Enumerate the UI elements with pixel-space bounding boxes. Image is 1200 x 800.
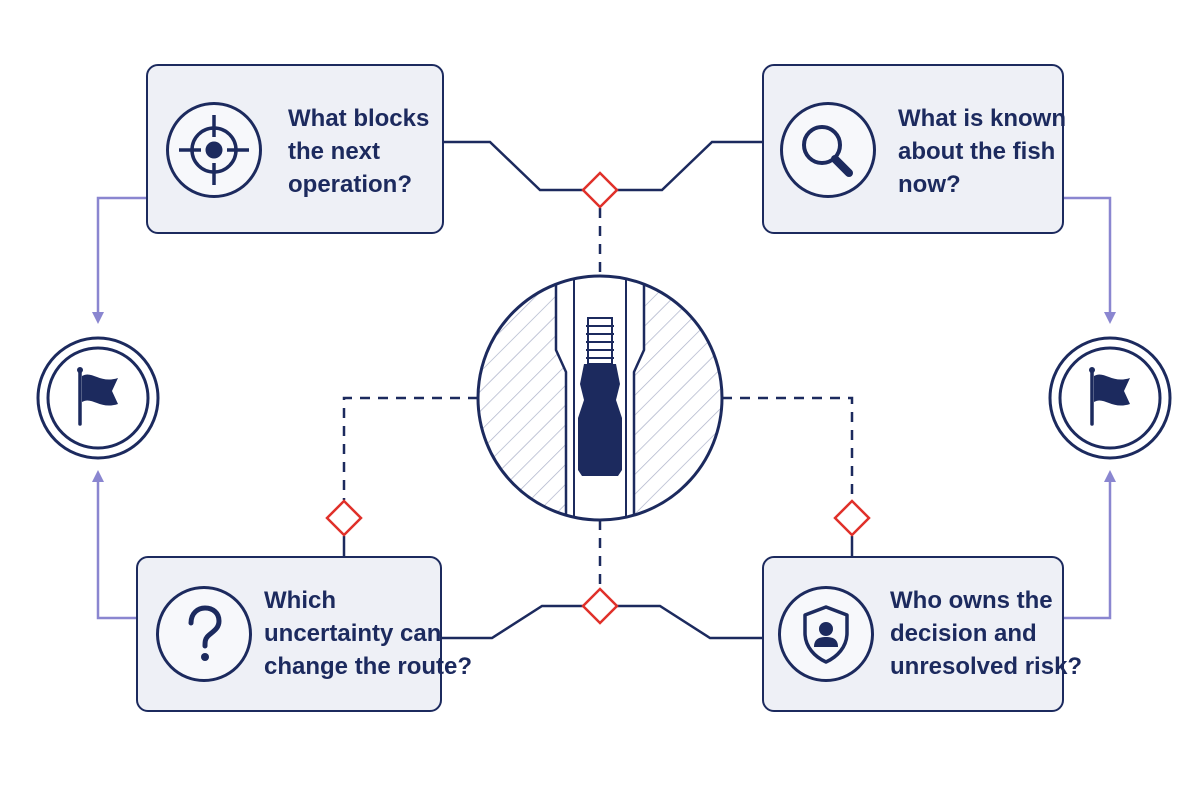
right-arrow-up bbox=[1064, 470, 1116, 620]
card-line: unresolved risk? bbox=[890, 653, 1083, 680]
card-question-text: What is known about the fish now? bbox=[898, 102, 1066, 201]
bottom-connector-line-right bbox=[616, 604, 762, 640]
right-flag-node bbox=[1048, 336, 1172, 460]
shield-user-icon bbox=[803, 605, 849, 664]
card-question-text: What blocks the next operation? bbox=[288, 102, 429, 201]
question-mark-icon bbox=[188, 605, 222, 661]
decision-diamond-bottom bbox=[581, 587, 619, 625]
crosshair-target-icon bbox=[179, 115, 249, 185]
flag-icon bbox=[1089, 367, 1130, 426]
fish-body bbox=[578, 364, 622, 476]
card-line: operation? bbox=[288, 171, 412, 198]
card-icon-frame bbox=[780, 102, 876, 198]
card-line: change the route? bbox=[264, 653, 473, 680]
card-line: Who owns the bbox=[890, 587, 1053, 614]
right-dashed-connector bbox=[722, 396, 854, 500]
card-line: Which bbox=[264, 587, 336, 614]
card-line: What is known bbox=[898, 105, 1066, 132]
fish-threads bbox=[586, 317, 614, 365]
card-line: the next bbox=[288, 138, 381, 165]
card-line: decision and bbox=[890, 620, 1037, 647]
card-line: What blocks bbox=[288, 105, 430, 132]
card-question-text: Which uncertainty can change the route? bbox=[264, 584, 472, 683]
left-dashed-connector bbox=[342, 396, 478, 500]
flag-icon bbox=[77, 367, 118, 426]
card-which-uncertainty: Which uncertainty can change the route? bbox=[136, 556, 472, 712]
wellbore-fish-cross-section-icon bbox=[476, 274, 724, 522]
right-arrow-down bbox=[1064, 196, 1116, 324]
decision-diamond-right bbox=[833, 499, 871, 537]
bottom-connector-line bbox=[442, 604, 584, 640]
card-line: now? bbox=[898, 171, 961, 198]
card-line: about the fish bbox=[898, 138, 1056, 165]
card-who-owns: Who owns the decision and unresolved ris… bbox=[762, 556, 1082, 712]
left-arrow-up bbox=[92, 470, 136, 620]
left-arrow-down bbox=[92, 196, 146, 324]
card-icon-frame bbox=[156, 586, 252, 682]
decision-diamond-top bbox=[581, 171, 619, 209]
decision-diamond-left bbox=[325, 499, 363, 537]
card-icon-frame bbox=[778, 586, 874, 682]
top-connector-line-right bbox=[616, 140, 762, 192]
top-connector-line bbox=[444, 140, 584, 192]
card-what-blocks: What blocks the next operation? bbox=[146, 64, 444, 234]
card-line: uncertainty can bbox=[264, 620, 442, 647]
card-icon-frame bbox=[166, 102, 262, 198]
left-flag-node bbox=[36, 336, 160, 460]
card-what-is-known: What is known about the fish now? bbox=[762, 64, 1066, 234]
card-question-text: Who owns the decision and unresolved ris… bbox=[890, 584, 1082, 683]
magnifier-search-icon bbox=[802, 125, 853, 177]
